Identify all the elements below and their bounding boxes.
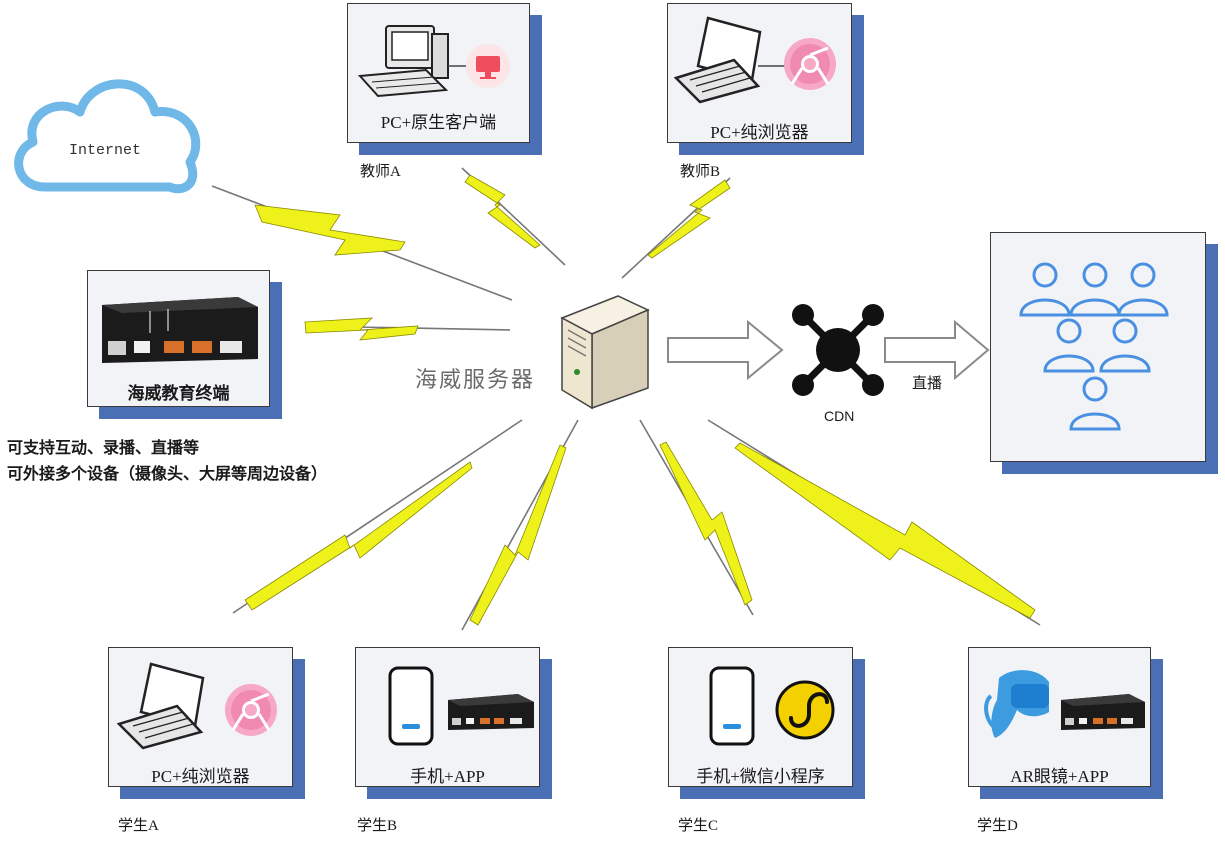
laptop-icon [673,16,762,104]
bolt-student-d [734,442,1036,619]
internet-cloud: Internet [5,62,205,202]
terminal-device-icon [1061,694,1145,730]
teacher-a-label: PC+原生客户端 [380,113,497,132]
live-label: 直播 [912,375,943,392]
student-c-caption: 学生C [678,818,719,834]
student-b-label: 手机+APP [410,767,485,786]
server[interactable] [560,288,650,410]
teacher-a-caption: 教师A [360,164,401,180]
student-b-caption: 学生B [357,818,398,834]
terminal-desc-line2: 可外接多个设备（摄像头、大屏等周边设备） [7,466,328,483]
server-label: 海威服务器 [415,367,536,392]
student-a-caption: 学生A [118,818,159,834]
student-c-label: 手机+微信小程序 [696,767,825,786]
student-d-label: AR眼镜+APP [1010,767,1109,786]
phone-icon [388,666,434,746]
bolt-student-b [469,444,567,626]
audience-icon [1019,262,1169,431]
server-icon [560,295,650,410]
terminal-label: 海威教育终端 [127,384,230,403]
student-d-card[interactable]: AR眼镜+APP [968,647,1163,799]
laptop-icon [116,662,205,750]
chrome-icon [784,38,836,90]
arrow-to-cdn [667,319,784,381]
terminal-device-icon [102,297,258,363]
teacher-b-card[interactable]: PC+纯浏览器 [667,3,864,155]
phone-icon [709,666,755,746]
terminal-desc-line1: 可支持互动、录播、直播等 [7,440,200,457]
bolt-student-a [244,461,473,611]
student-a-card[interactable]: PC+纯浏览器 [108,647,305,799]
cloud-label: Internet [68,142,141,159]
mini-program-icon [775,680,835,740]
bolt-student-c [659,441,753,606]
network-hub-icon [792,304,884,396]
chrome-icon [225,684,277,736]
teacher-b-label: PC+纯浏览器 [710,123,809,142]
student-a-label: PC+纯浏览器 [151,767,250,786]
terminal-card[interactable]: 海威教育终端 [87,270,282,419]
arrow-to-audience [884,319,990,381]
bolt-teacher-a [464,174,541,249]
cloud-icon [14,79,201,194]
bolt-cloud [254,204,406,256]
student-d-caption: 学生D [977,818,1018,834]
cdn-node[interactable] [788,300,888,400]
cdn-label: CDN [824,408,855,424]
teacher-a-card[interactable]: PC+原生客户端 [347,3,542,155]
vr-headset-icon [984,670,1049,738]
bolt-terminal [304,317,419,341]
desktop-pc-icon [357,25,449,98]
teacher-b-caption: 教师B [680,164,721,180]
student-c-card[interactable]: 手机+微信小程序 [668,647,865,799]
student-b-card[interactable]: 手机+APP [355,647,552,799]
monitor-icon [466,44,510,88]
terminal-device-icon [448,694,534,730]
audience-card[interactable] [990,232,1218,474]
bolt-teacher-b [647,179,731,259]
